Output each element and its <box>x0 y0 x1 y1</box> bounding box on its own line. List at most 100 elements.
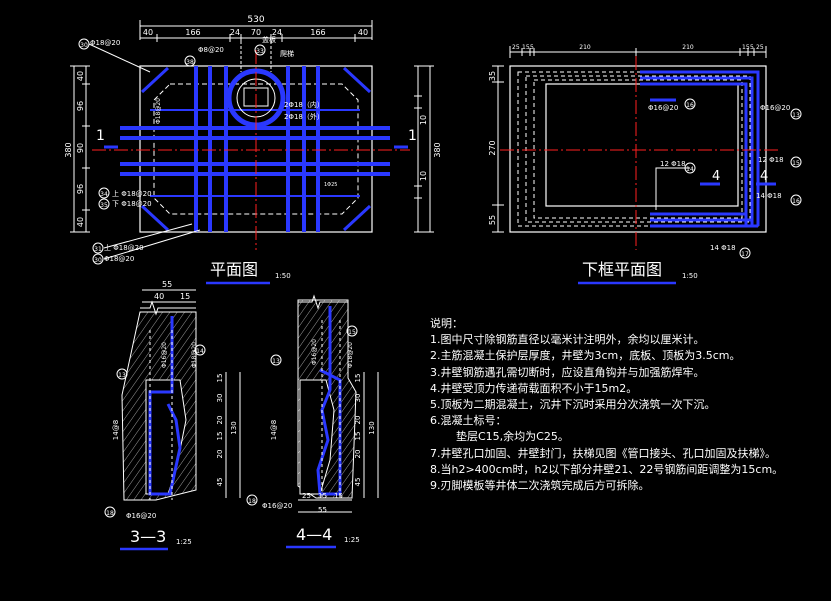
s33-r-5: 20 <box>216 450 224 459</box>
frame-num-6: 17 <box>741 251 749 258</box>
s33-r-6: 130 <box>230 421 238 434</box>
s33-label-a: Φ16@20 <box>161 342 168 368</box>
frame-section-right: 4 <box>760 169 768 184</box>
s44-r-5: 20 <box>354 450 362 459</box>
frame-label-r3: 12 Φ18 <box>660 160 686 168</box>
section-3-3: 55 40 15 15 30 20 15 20 130 45 14@8 <box>104 280 241 551</box>
plan-left-dim-3: 90 <box>76 143 85 153</box>
plan-label-r38: Φ8@20 <box>198 46 224 54</box>
plan-scale: 1:50 <box>275 272 291 280</box>
plan-label-b30: Φ18@20 <box>104 255 134 263</box>
frame-label-r2: Φ16@20 <box>760 104 790 112</box>
notes-heading: 说明： <box>430 317 463 330</box>
plan-label-out-ring: 2Φ18（外） <box>284 112 324 121</box>
plan-num-30b: 30 <box>94 257 102 264</box>
plan-left-dim-4: 96 <box>76 184 85 194</box>
s44-r-2: 30 <box>354 394 362 403</box>
plan-top-total: 530 <box>247 15 264 25</box>
s44-b-2: 15 <box>318 492 327 500</box>
section-4-4: 25 15 15 55 15 30 20 15 20 130 45 14@8 Φ… <box>246 294 379 549</box>
frame-num-2: 13 <box>792 112 800 119</box>
frame-scale: 1:50 <box>682 272 698 280</box>
s33-num-1: 13 <box>118 372 126 379</box>
plan-dim-3: 24 <box>230 28 240 37</box>
s44-scale: 1:25 <box>344 536 360 544</box>
s44-num-3: 18 <box>248 498 256 505</box>
s44-label-c: Φ16@20 <box>262 502 292 510</box>
s44-r-4: 15 <box>354 432 362 441</box>
note-5: 5.顶板为二期混凝土，沉井下沉时采用分次浇筑一次下沉。 <box>430 398 716 412</box>
plan-num-38: 38 <box>186 59 194 66</box>
s44-left-dim: 14@8 <box>270 420 278 440</box>
frame-label-r5: 14 Φ18 <box>756 192 782 200</box>
plan-view: 530 40 166 24 70 24 166 40 40 96 90 96 <box>64 15 442 285</box>
plan-section-mark-right: 1 <box>408 128 417 144</box>
s33-r-4: 15 <box>216 432 224 441</box>
s44-b-4: 55 <box>318 506 327 514</box>
plan-label-cover: 盖板 <box>262 35 276 44</box>
s33-r-2: 30 <box>216 394 224 403</box>
plan-left-total: 380 <box>64 142 73 157</box>
plan-label-stairs: 爬梯 <box>280 49 294 58</box>
plan-label-r37: Φ18@20 <box>155 98 162 124</box>
note-6: 6.混凝土标号： <box>430 414 507 428</box>
note-3: 3.井壁钢筋遇孔需切断时，应设直角钩并与加强筋焊牢。 <box>430 365 705 379</box>
plan-right-total: 380 <box>433 142 442 157</box>
s44-r-7: 45 <box>354 478 362 487</box>
frame-num-1: 16 <box>686 102 694 109</box>
note-6-detail: 垫层C15,余均为C25。 <box>456 430 569 444</box>
s33-num-3: 18 <box>106 510 114 517</box>
plan-center-note: 1Φ25 <box>324 182 337 188</box>
s44-b-1: 25 <box>302 492 311 500</box>
frame-dim-3: 5 <box>530 44 534 51</box>
frame-dim-5: 210 <box>682 44 694 51</box>
frame-left-dim-1: 35 <box>488 71 497 81</box>
s44-r-3: 20 <box>354 416 362 425</box>
s33-r-1: 15 <box>216 374 224 383</box>
plan-dim-2: 166 <box>185 28 200 37</box>
frame-num-3: 14 <box>686 166 694 173</box>
s44-title: 4—4 <box>296 525 332 544</box>
frame-dim-6: 15 <box>742 44 750 51</box>
frame-num-4: 15 <box>792 160 800 167</box>
design-notes: 说明： 1.图中尺寸除钢筋直径以毫米计注明外，余均以厘米计。 2.主筋混凝土保护… <box>430 316 783 494</box>
s33-dim-15: 15 <box>180 292 190 301</box>
frame-dim-7: 5 <box>750 44 754 51</box>
frame-label-r4: 12 Φ18 <box>758 156 784 164</box>
s33-left-dim: 14@8 <box>112 420 120 440</box>
frame-label-r6: 14 Φ18 <box>710 244 736 252</box>
frame-dim-2: 15 <box>522 44 530 51</box>
plan-section-mark-left: 1 <box>96 128 105 144</box>
s33-title: 3—3 <box>130 527 166 546</box>
note-4: 4.井壁受顶力传递荷载面积不小于15m2。 <box>430 381 638 395</box>
plan-num-35: 35 <box>100 202 108 209</box>
plan-left-dim-2: 96 <box>76 101 85 111</box>
frame-dim-4: 210 <box>579 44 591 51</box>
plan-left-dim-5: 40 <box>76 217 85 227</box>
s44-label-b: Φ18@20 <box>347 342 354 368</box>
frame-view: 25 15 5 210 210 15 5 25 35 270 55 <box>488 44 802 285</box>
frame-num-5: 16 <box>792 198 800 205</box>
note-1: 1.图中尺寸除钢筋直径以毫米计注明外，余均以厘米计。 <box>430 333 705 347</box>
plan-dim-1: 40 <box>143 28 153 37</box>
note-9: 9.刃脚模板等井体二次浇筑完成后方可拆除。 <box>430 479 650 493</box>
plan-dim-7: 40 <box>358 28 368 37</box>
plan-label-bot-bar: 下 Φ18@20 <box>112 200 152 208</box>
plan-num-34: 34 <box>100 191 108 198</box>
frame-section-left: 4 <box>712 169 720 184</box>
frame-label-r1: Φ16@20 <box>648 104 678 112</box>
plan-label-b31: 上 Φ18@20 <box>104 243 144 252</box>
plan-num-33: 33 <box>256 48 264 55</box>
frame-left-dim-3: 55 <box>488 215 497 225</box>
plan-right-dim-1: 10 <box>419 115 428 125</box>
s33-label-c: Φ16@20 <box>126 512 156 520</box>
s33-label-b: Φ18@20 <box>191 342 198 368</box>
s33-dim-top: 55 <box>162 280 172 289</box>
s44-label-a: Φ16@20 <box>311 339 318 365</box>
plan-top-dims: 40 166 24 70 24 166 40 <box>143 28 368 42</box>
plan-num-30a: 30 <box>80 42 88 49</box>
plan-dim-6: 166 <box>310 28 325 37</box>
plan-label-r30: Φ18@20 <box>90 39 120 47</box>
plan-dim-5: 24 <box>272 28 282 37</box>
